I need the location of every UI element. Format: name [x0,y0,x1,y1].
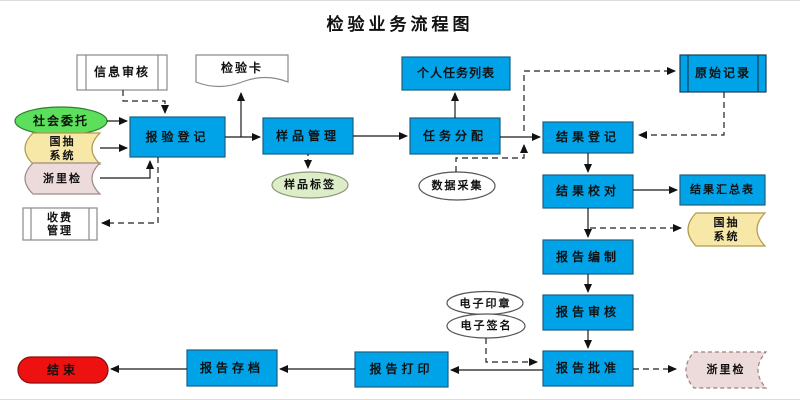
shape-national-sampling-left [24,132,102,165]
shape-national-sampling-right [687,212,767,247]
shape-personal-task-list [401,56,511,91]
connectors-solid [100,92,678,374]
shape-inspection-card [195,54,289,88]
shape-report-review [542,294,634,331]
shape-report-approval [542,350,634,387]
shape-result-summary-table [679,174,766,206]
shape-fee-management [22,207,98,241]
shape-data-collection [418,171,496,201]
shape-result-proofreading [542,174,634,209]
shape-end-terminator [17,356,109,384]
dashed-original-record-to-result-registration [638,92,725,139]
shape-zheli-right [685,351,768,389]
shape-zheli-left [24,162,102,195]
diagram-title: 检验业务流程图 [326,15,474,35]
shape-electronic-seal [446,290,524,316]
shape-result-registration [542,121,634,154]
shape-report-printing [354,351,449,388]
dashed-flow-to-original-record [523,67,676,131]
shape-electronic-signature [446,313,526,339]
shape-task-assignment [409,117,501,155]
dashed-registration-to-fee-management [101,157,159,227]
top-edge-line [0,0,800,1]
shape-social-commission [14,106,108,136]
shape-sample-management [262,117,354,155]
shape-inspection-registration [129,116,226,158]
arrow-zheli-to-registration [100,160,154,179]
node-shapes [14,54,768,389]
shape-sample-label [271,171,349,199]
shape-original-record [679,54,767,93]
shape-report-archiving [186,349,278,387]
shape-report-preparation [542,239,634,275]
dashed-signature-to-approval [485,338,538,366]
shape-info-review [76,54,168,91]
dashed-info-review-to-registration [122,90,169,114]
connectors-dashed [101,67,725,373]
